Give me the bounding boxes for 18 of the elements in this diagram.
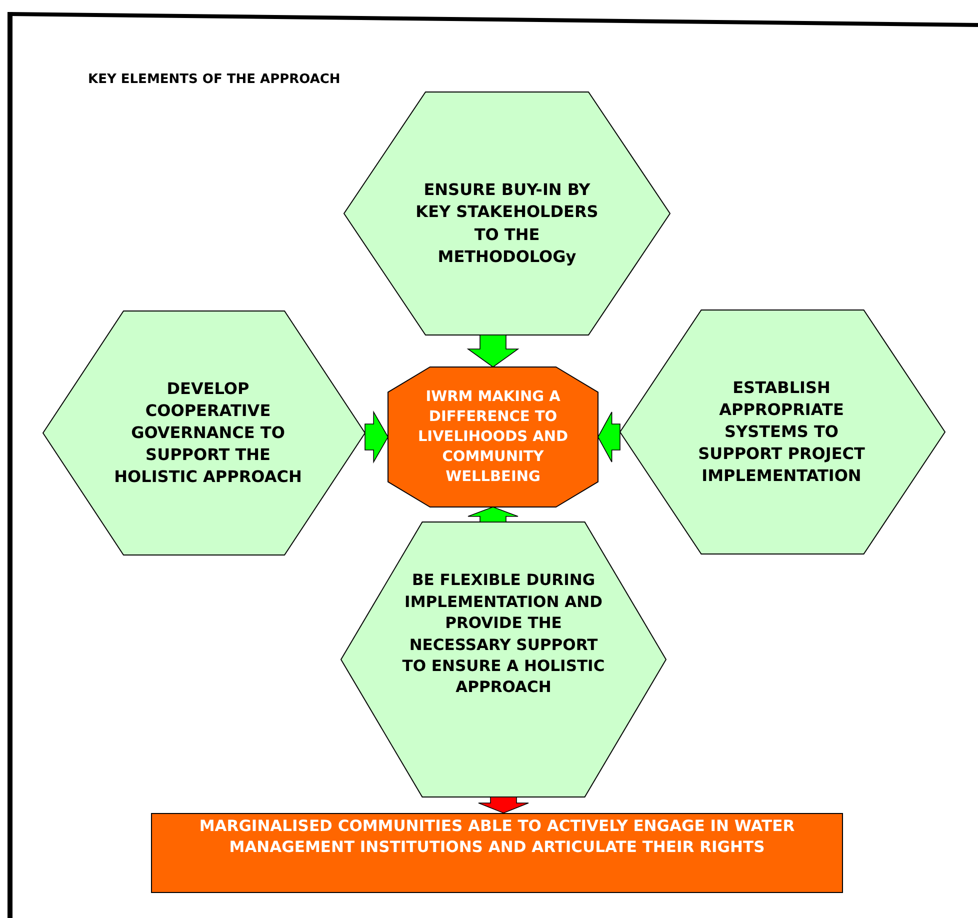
node-text: DEVELOP COOPERATIVE GOVERNANCE TO SUPPORT THE HOLISTIC APPROACH (113, 378, 303, 488)
diagram-title: KEY ELEMENTS OF THE APPROACH (88, 72, 340, 87)
block-arrow (466, 334, 520, 368)
octagon-node (388, 367, 598, 507)
hexagon-node (43, 311, 365, 555)
node-text: ENSURE BUY-IN BY KEY STAKEHOLDERS TO THE METHODOLOGy (414, 179, 600, 268)
outcome-box (151, 813, 843, 893)
node-text: ESTABLISH APPROPRIATE SYSTEMS TO SUPPORT PROJECT IMPLEMENTATION (697, 376, 866, 488)
hexagon-node (344, 92, 670, 335)
block-arrow (364, 410, 388, 464)
node-text: BE FLEXIBLE DURING IMPLEMENTATION AND PROVIDE THE NECESSARY SUPPORT TO ENSURE A HOLISTIC APPROACH (401, 570, 606, 698)
block-arrow (468, 506, 518, 522)
block-arrow (478, 796, 529, 814)
block-arrow (598, 412, 620, 462)
hexagon-node (620, 310, 945, 554)
node-text: MARGINALISED COMMUNITIES ABLE TO ACTIVELY ENGAGE IN WATER MANAGEMENT INSTITUTIONS AND ARTICULATE THEIR RIGHTS (198, 816, 796, 858)
hexagon-node (341, 522, 666, 797)
node-text: IWRM MAKING A DIFFERENCE TO LIVELIHOODS AND COMMUNITY WELLBEING (416, 388, 570, 487)
